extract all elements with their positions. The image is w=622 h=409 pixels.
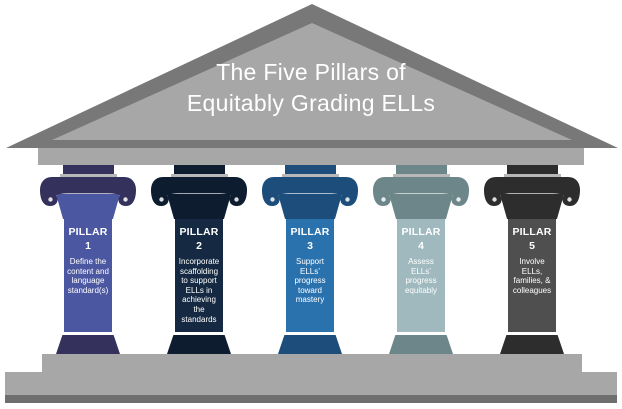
pediment <box>6 4 618 148</box>
pillar-abacus <box>395 165 447 174</box>
pillar-number: 2 <box>196 240 202 252</box>
pillar-description: Incorporate scaffolding to support ELLs … <box>178 257 220 324</box>
pillar-number: 3 <box>307 240 313 252</box>
pillar-capital-volutes <box>484 177 580 206</box>
pillar-capital-volutes <box>151 177 247 206</box>
title: The Five Pillars of Equitably Grading EL… <box>0 57 622 119</box>
pillar-echinus <box>56 194 120 219</box>
step-upper <box>42 354 582 372</box>
pediment-fill <box>52 23 572 140</box>
pillar-capital-volutes <box>262 177 358 206</box>
pillar-shaft: PILLAR 4 Assess ELLs’ progress equitably <box>397 219 445 332</box>
pillar-echinus <box>389 194 453 219</box>
pillar-label: PILLAR <box>179 226 219 238</box>
title-line-2: Equitably Grading ELLs <box>186 90 436 116</box>
pillar-base <box>500 335 564 354</box>
pillar-description: Support ELLs’ progress toward mastery <box>294 257 326 305</box>
pillar-echinus <box>500 194 564 219</box>
pillar-plinth-line <box>281 174 339 177</box>
pillar-label: PILLAR <box>290 226 330 238</box>
pillar-shaft: PILLAR 5 Involve ELLs, families, & colle… <box>508 219 556 332</box>
pillar-label: PILLAR <box>401 226 441 238</box>
pillar-description: Assess ELLs’ progress equitably <box>404 257 438 295</box>
pillar-plinth-line <box>503 174 561 177</box>
pillar-base <box>278 335 342 354</box>
pillar-number: 1 <box>85 240 91 252</box>
pillar-description: Define the content and language standard… <box>67 257 109 295</box>
pillar-base <box>389 335 453 354</box>
pillar-5: PILLAR 5 Involve ELLs, families, & colle… <box>484 165 580 354</box>
pillar-number: 5 <box>529 240 535 252</box>
pillar-3: PILLAR 3 Support ELLs’ progress toward m… <box>262 165 358 354</box>
pillar-base <box>56 335 120 354</box>
title-line-1: The Five Pillars of <box>216 59 406 85</box>
pillar-number: 4 <box>418 240 424 252</box>
pillar-label: PILLAR <box>68 226 108 238</box>
entablature-beam <box>38 144 584 165</box>
pillar-description: Involve ELLs, families, & colleagues <box>512 257 552 295</box>
base-strip <box>5 395 617 403</box>
pillar-abacus <box>506 165 558 174</box>
pillar-shaft: PILLAR 2 Incorporate scaffolding to supp… <box>175 219 223 332</box>
pillar-shaft: PILLAR 3 Support ELLs’ progress toward m… <box>286 219 334 332</box>
pillar-label: PILLAR <box>512 226 552 238</box>
pillar-capital-volutes <box>373 177 469 206</box>
pillar-echinus <box>167 194 231 219</box>
pillar-abacus <box>173 165 225 174</box>
pillar-echinus <box>278 194 342 219</box>
step-lower <box>5 372 617 395</box>
pillar-capital-volutes <box>40 177 136 206</box>
pillar-abacus <box>62 165 114 174</box>
pillar-4: PILLAR 4 Assess ELLs’ progress equitably <box>373 165 469 354</box>
pillars-row: PILLAR 1 Define the content and language… <box>40 165 580 354</box>
pillar-1: PILLAR 1 Define the content and language… <box>40 165 136 354</box>
pillar-abacus <box>284 165 336 174</box>
pillar-base <box>167 335 231 354</box>
pillar-plinth-line <box>392 174 450 177</box>
pillar-shaft: PILLAR 1 Define the content and language… <box>64 219 112 332</box>
pillar-2: PILLAR 2 Incorporate scaffolding to supp… <box>151 165 247 354</box>
pillar-plinth-line <box>170 174 228 177</box>
pillar-plinth-line <box>59 174 117 177</box>
